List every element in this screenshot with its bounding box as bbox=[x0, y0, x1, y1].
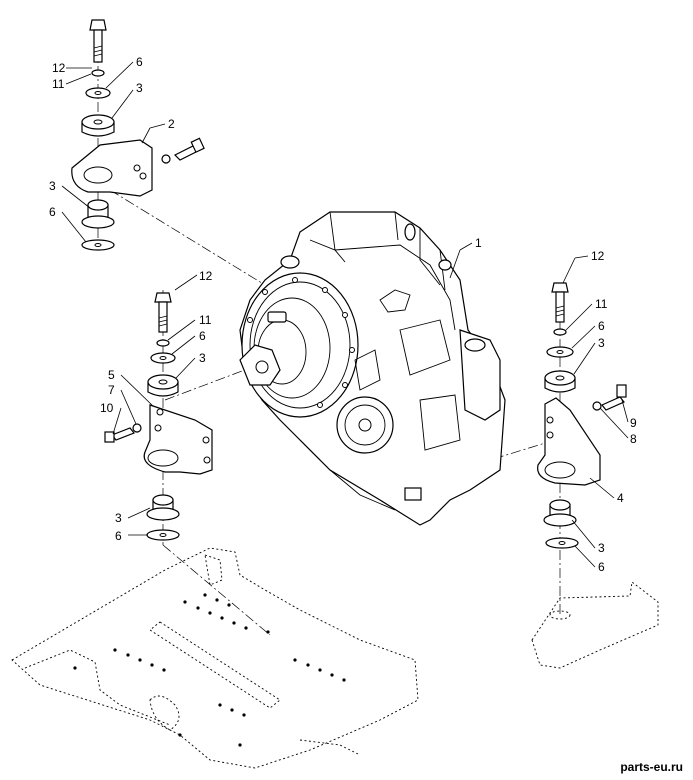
callout-labels: 12 11 6 3 2 3 6 12 11 6 3 5 7 10 3 6 1 1… bbox=[49, 55, 637, 574]
callout-6: 6 bbox=[115, 529, 122, 543]
callout-8: 8 bbox=[630, 432, 637, 446]
callout-12: 12 bbox=[52, 61, 66, 75]
callout-5: 5 bbox=[108, 368, 115, 382]
frame-hole-pattern bbox=[73, 593, 346, 747]
callout-3: 3 bbox=[49, 179, 56, 193]
callout-9: 9 bbox=[630, 416, 637, 430]
upper-left-mount bbox=[71, 19, 205, 251]
middle-left-mount bbox=[104, 292, 213, 541]
callout-6: 6 bbox=[199, 329, 206, 343]
callout-6: 6 bbox=[49, 205, 56, 219]
callout-11: 11 bbox=[199, 313, 212, 327]
callout-12: 12 bbox=[199, 269, 213, 283]
callout-10: 10 bbox=[100, 401, 114, 415]
callout-11: 11 bbox=[595, 297, 608, 311]
callout-6: 6 bbox=[598, 560, 605, 574]
callout-3: 3 bbox=[199, 351, 206, 365]
leader-lines bbox=[61, 61, 629, 568]
callout-3: 3 bbox=[136, 81, 143, 95]
callout-6: 6 bbox=[136, 55, 143, 69]
bell-bolt-ring bbox=[247, 277, 355, 408]
right-mount bbox=[531, 282, 659, 669]
callout-7: 7 bbox=[108, 383, 115, 397]
callout-1: 1 bbox=[475, 236, 482, 250]
watermark: parts-eu.ru bbox=[620, 760, 683, 774]
chassis-frame bbox=[11, 547, 419, 769]
transmission-housing bbox=[239, 211, 506, 526]
callout-3: 3 bbox=[115, 511, 122, 525]
callout-12: 12 bbox=[591, 249, 605, 263]
callout-4: 4 bbox=[617, 491, 624, 505]
callout-2: 2 bbox=[168, 117, 175, 131]
callout-3: 3 bbox=[598, 541, 605, 555]
callout-3: 3 bbox=[598, 336, 605, 350]
callout-6: 6 bbox=[598, 319, 605, 333]
callout-11: 11 bbox=[52, 77, 65, 91]
